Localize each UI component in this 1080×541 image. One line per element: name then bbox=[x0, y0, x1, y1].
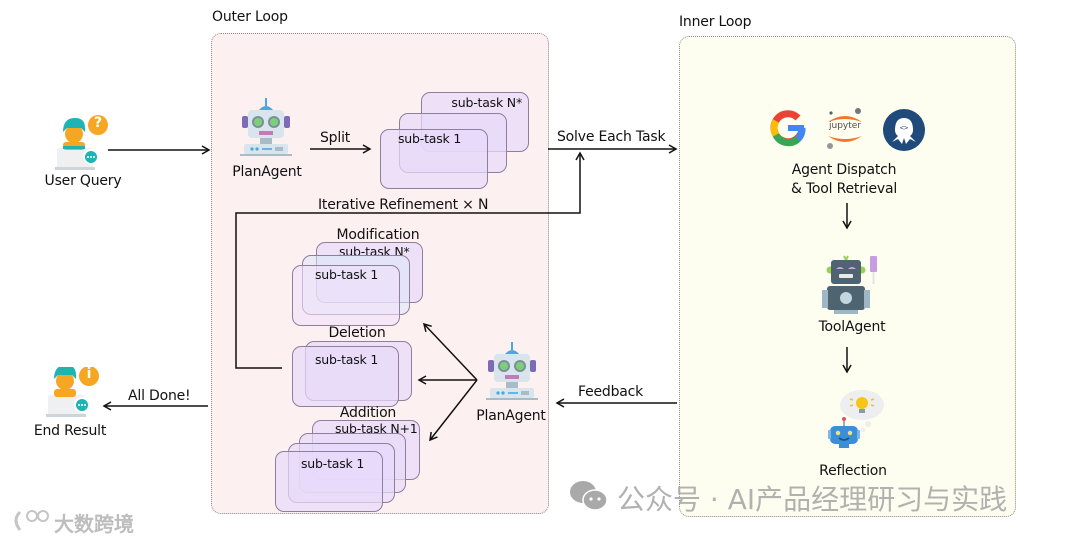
jupyter-text: jupyter bbox=[828, 121, 861, 131]
dispatch-label-line1: Agent Dispatch bbox=[791, 162, 897, 178]
deletion-front-label: sub-task 1 bbox=[315, 352, 379, 367]
subtask-card-front: sub-task 1 bbox=[380, 129, 488, 189]
end-result-node: i bbox=[46, 365, 106, 427]
info-badge: i bbox=[86, 366, 92, 382]
subtask-front-label: sub-task 1 bbox=[398, 131, 462, 146]
addition-label: Addition bbox=[339, 405, 397, 421]
addition-front-label: sub-task 1 bbox=[301, 456, 365, 471]
end-result-label: End Result bbox=[33, 423, 107, 439]
user-query-node: ? bbox=[55, 112, 115, 172]
question-badge: ? bbox=[93, 115, 103, 131]
user-query-label: User Query bbox=[44, 173, 122, 189]
inner-loop-title: Inner Loop bbox=[679, 14, 752, 30]
watermark-logo-icon bbox=[10, 508, 50, 534]
feedback-label: Feedback bbox=[578, 384, 644, 400]
tool-agent-icon bbox=[820, 252, 880, 316]
octopus-code-icon: <> bbox=[882, 108, 926, 152]
iterative-refinement-label: Iterative Refinement × N bbox=[318, 197, 489, 213]
bottom-left-watermark: 大数跨境 bbox=[54, 512, 134, 536]
plan-agent-top-icon bbox=[236, 98, 296, 158]
plan-agent-bottom-label: PlanAgent bbox=[476, 408, 546, 424]
modification-front-label: sub-task 1 bbox=[315, 267, 379, 282]
reflection-label: Reflection bbox=[819, 463, 887, 479]
wechat-icon bbox=[568, 478, 610, 514]
outer-loop-title: Outer Loop bbox=[212, 9, 288, 25]
jupyter-icon: jupyter bbox=[822, 106, 868, 152]
subtask-back-label: sub-task N* bbox=[451, 95, 522, 110]
addition-back-label: sub-task N+1 bbox=[335, 421, 418, 436]
plan-agent-top-label: PlanAgent bbox=[232, 164, 302, 180]
dispatch-label-line2: & Tool Retrieval bbox=[790, 181, 898, 197]
addition-card-front: sub-task 1 bbox=[275, 451, 383, 512]
google-icon bbox=[768, 108, 808, 148]
modification-label: Modification bbox=[336, 227, 420, 243]
reflection-icon bbox=[826, 388, 892, 450]
end-result-icon bbox=[46, 365, 99, 417]
tool-agent-label: ToolAgent bbox=[818, 319, 886, 335]
svg-text:<>: <> bbox=[900, 124, 908, 132]
split-label: Split bbox=[320, 130, 351, 146]
solve-each-task-label: Solve Each Task bbox=[557, 129, 666, 145]
user-query-icon bbox=[55, 115, 108, 170]
all-done-label: All Done! bbox=[128, 388, 191, 404]
wechat-watermark: 公众号 · AI产品经理研习与实践 bbox=[617, 483, 1008, 516]
modification-card-front: sub-task 1 bbox=[292, 265, 400, 326]
deletion-card-front: sub-task 1 bbox=[292, 346, 399, 407]
plan-agent-bottom-icon bbox=[482, 342, 542, 402]
deletion-label: Deletion bbox=[328, 325, 386, 341]
